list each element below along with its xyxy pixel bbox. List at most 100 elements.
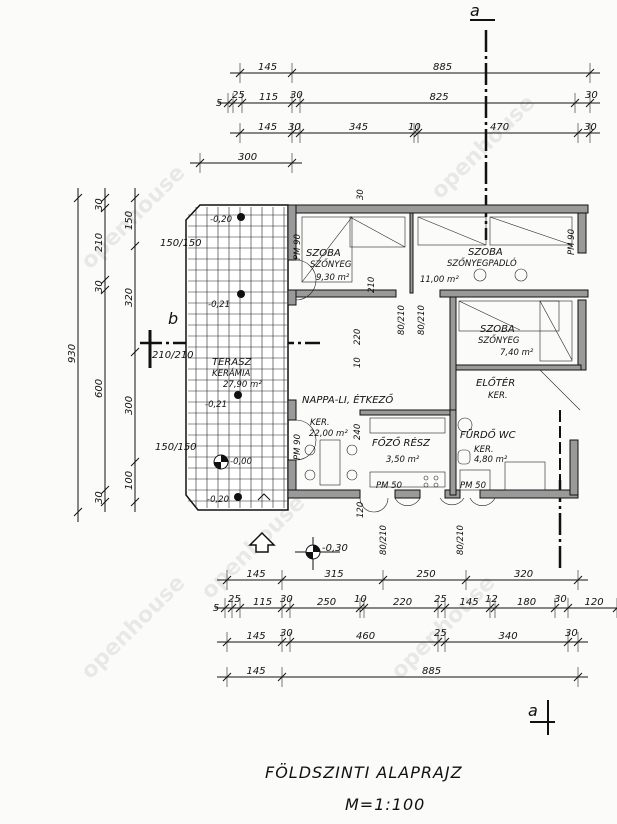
dimension-value: 25 — [228, 594, 241, 605]
level-label: -0,20 — [207, 495, 229, 505]
dimension-value: 300 — [238, 152, 257, 163]
opening-size: 240 — [353, 424, 363, 440]
dimension-tick — [130, 241, 140, 251]
room-name: SZOBA — [306, 248, 341, 259]
dimension-value: 30 — [584, 122, 597, 133]
dimension-value: 930 — [67, 344, 78, 363]
dimension-value: 25 — [232, 90, 245, 101]
opening-size: 80/210 — [456, 525, 466, 555]
walls — [287, 204, 589, 499]
room-floor: SZŐNYEG — [310, 259, 352, 270]
room-area: 4,80 m² — [474, 455, 508, 465]
dimension-value: 25 — [434, 628, 447, 639]
room-name: FÜRDŐ WC — [460, 427, 516, 441]
furniture — [295, 216, 581, 513]
dimension-value: 320 — [124, 288, 135, 307]
entry-arrow — [248, 493, 276, 553]
svg-text:openhouse: openhouse — [77, 570, 191, 684]
opening-size: 80/210 — [417, 305, 427, 335]
dimension-value: 300 — [124, 396, 135, 415]
room-area: 7,40 m² — [500, 348, 534, 358]
dimension-tick — [612, 607, 617, 613]
dimension-value: 115 — [259, 92, 278, 103]
elevation-value: -0,30 — [322, 543, 348, 554]
dimension-value: 145 — [258, 62, 277, 73]
dimension-value: 180 — [517, 597, 536, 608]
dimension-value: 30 — [94, 198, 105, 211]
dimension-value: 115 — [253, 597, 272, 608]
svg-text:openhouse: openhouse — [427, 90, 541, 204]
room-name: SZOBA — [468, 247, 503, 258]
dimension-value: 825 — [430, 92, 449, 103]
dimension-value: 145 — [247, 631, 266, 642]
window-label: PM 50 — [460, 481, 486, 491]
dimension-value: 145 — [247, 569, 266, 580]
dimension-value: 120 — [585, 597, 604, 608]
dimension-tick — [100, 285, 110, 295]
dimension-value: 460 — [356, 631, 375, 642]
dimension-tick — [100, 497, 110, 507]
level-label: -0,00 — [230, 457, 252, 467]
room-name: NAPPA-LI, ÉTKEZŐ — [302, 392, 393, 406]
dimension-value: 210 — [94, 233, 105, 252]
dimension-tick — [100, 275, 110, 285]
room-floor: KER. — [310, 418, 330, 428]
dimension-value: 220 — [393, 597, 412, 608]
dimension-tick — [100, 203, 110, 213]
window-label: PM 90 — [567, 229, 577, 255]
dimension-value: 30 — [288, 122, 301, 133]
dimension-value: 320 — [514, 569, 533, 580]
opening-size: 220 — [353, 329, 363, 345]
dimension-value: 30 — [565, 628, 578, 639]
dimension-value: 150 — [124, 211, 135, 230]
dimension-value: 145 — [460, 597, 479, 608]
terrace: -0,20 -0,21 -0,21 -0,00 -0,20 TERASZ KER… — [185, 204, 289, 511]
dimension-tick — [73, 507, 83, 517]
dimension-value: 30 — [94, 491, 105, 504]
dimension-value: 470 — [490, 122, 509, 133]
watermark: openhouse openhouse openhouse openhouse … — [77, 90, 541, 684]
room-floor: KER. — [474, 445, 494, 455]
dimension-value: 30 — [585, 90, 598, 101]
opening-size: 150/150 — [160, 238, 202, 249]
dimension-value: 250 — [417, 569, 436, 580]
dimension-value: 250 — [317, 597, 336, 608]
dimension-value: 5 — [213, 603, 219, 614]
opening-size: 30 — [356, 189, 366, 200]
room-area: 11,00 m² — [420, 275, 459, 285]
level-label: -0,21 — [205, 400, 227, 410]
room-area: 3,50 m² — [386, 455, 420, 465]
dimension-value: 30 — [280, 594, 293, 605]
drawing-scale: M=1:100 — [345, 795, 425, 814]
dimension-value: 30 — [290, 90, 303, 101]
dimension-value: 12 — [485, 594, 498, 605]
dimension-value: 5 — [216, 98, 222, 109]
room-name: FŐZŐ RÉSZ — [372, 435, 431, 449]
dimension-value: 145 — [258, 122, 277, 133]
room-floor: SZŐNYEGPADLÓ — [447, 257, 517, 269]
room-floor: KER. — [488, 391, 508, 401]
window-label: PM 90 — [293, 434, 303, 460]
dimension-tick — [130, 497, 140, 507]
opening-size: 120 — [356, 502, 366, 518]
room-area: 22,00 m² — [309, 429, 348, 439]
dimension-value: 600 — [94, 379, 105, 398]
dimension-tick — [130, 457, 140, 467]
section-line-b: b — [140, 309, 320, 368]
opening-size: 210/210 — [152, 350, 194, 361]
room-name: TERASZ — [212, 357, 253, 368]
drawing-title: FÖLDSZINTI ALAPRAJZ — [265, 763, 463, 782]
dimension-value: 25 — [434, 594, 447, 605]
dimension-tick — [73, 193, 83, 203]
room-name: ELŐTÉR — [476, 375, 515, 389]
opening-size: 80/210 — [379, 525, 389, 555]
room-floor: SZŐNYEG — [478, 335, 520, 346]
room-labels: SZOBA SZŐNYEG 9,30 m² SZOBA SZŐNYEGPADLÓ… — [152, 189, 577, 555]
elevation-marker: -0,30 — [295, 537, 348, 570]
dimension-value: 345 — [349, 122, 368, 133]
dimension-value: 30 — [94, 280, 105, 293]
dimension-tick — [100, 193, 110, 203]
dimension-tick — [100, 485, 110, 495]
